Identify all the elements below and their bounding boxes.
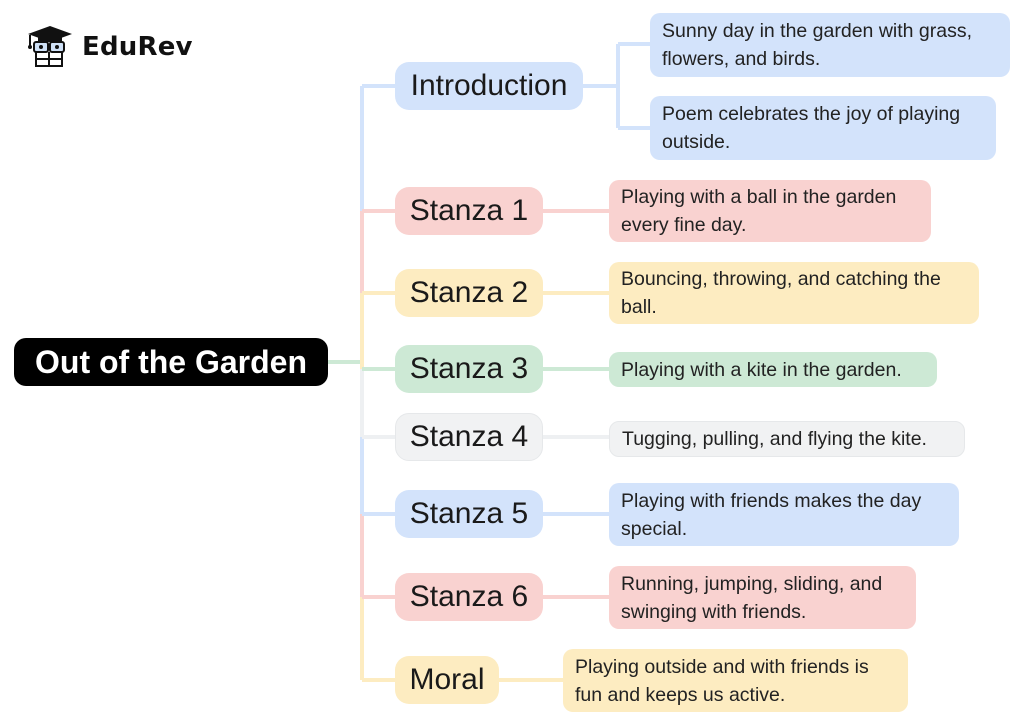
- detail-moral: Playing outside and with friends is fun …: [563, 649, 908, 712]
- edurev-logo: EduRev: [24, 24, 193, 70]
- detail-stanza-1: Playing with a ball in the garden every …: [609, 180, 931, 242]
- detail-stanza-4: Tugging, pulling, and flying the kite.: [609, 421, 965, 457]
- branch-stanza-5: Stanza 5: [395, 490, 543, 538]
- branch-stanza-4: Stanza 4: [395, 413, 543, 461]
- brand-name: EduRev: [82, 32, 193, 62]
- detail-stanza-6: Running, jumping, sliding, and swinging …: [609, 566, 916, 629]
- detail-stanza-5: Playing with friends makes the day speci…: [609, 483, 959, 546]
- branch-stanza-6: Stanza 6: [395, 573, 543, 621]
- branch-moral: Moral: [395, 656, 499, 704]
- graduate-mascot-icon: [28, 26, 72, 67]
- detail-stanza-3: Playing with a kite in the garden.: [609, 352, 937, 387]
- detail-introduction-1: Sunny day in the garden with grass, flow…: [650, 13, 1010, 77]
- detail-introduction-2: Poem celebrates the joy of playing outsi…: [650, 96, 996, 160]
- branch-stanza-2: Stanza 2: [395, 269, 543, 317]
- branch-stanza-1: Stanza 1: [395, 187, 543, 235]
- branch-introduction: Introduction: [395, 62, 583, 110]
- root-node: Out of the Garden: [14, 338, 328, 386]
- detail-stanza-2: Bouncing, throwing, and catching the bal…: [609, 262, 979, 324]
- branch-stanza-3: Stanza 3: [395, 345, 543, 393]
